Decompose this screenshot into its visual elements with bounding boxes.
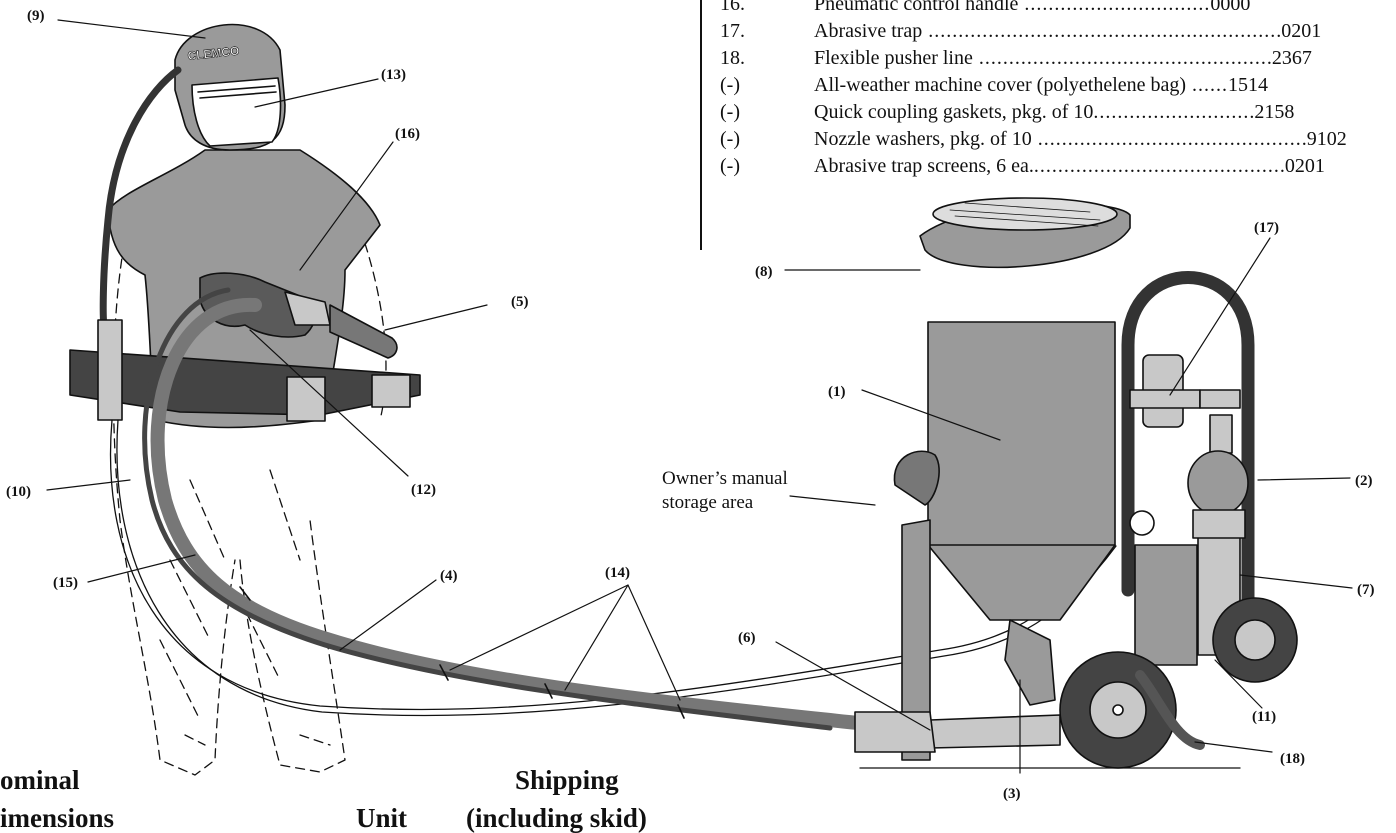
parts-list-row: (-) Quick coupling gaskets, pkg. of 10...… <box>702 99 1396 126</box>
helmet-visor <box>191 77 282 147</box>
part-description: Flexible pusher line ...................… <box>814 47 1312 69</box>
callout-11: (11) <box>1252 709 1276 725</box>
callout-4: (4) <box>440 568 458 584</box>
pressure-vessel <box>927 321 1116 621</box>
parts-list: 16. Pneumatic control handle ............… <box>700 0 1396 250</box>
callout-8: (8) <box>755 264 773 280</box>
metering-valve <box>1004 619 1056 706</box>
storage-tube <box>901 519 931 761</box>
part-description: All-weather machine cover (polyethelene … <box>814 74 1269 96</box>
callout-15: (15) <box>53 575 78 591</box>
callout-6: (6) <box>738 630 756 646</box>
part-description: Nozzle washers, pkg. of 10 .............… <box>814 128 1347 150</box>
part-description: Pneumatic control handle ...............… <box>814 0 1251 15</box>
parts-list-row: (-) Abrasive trap screens, 6 ea..........… <box>702 153 1396 180</box>
nozzle <box>329 304 398 359</box>
storage-area-label-line1: Owner’s manual <box>662 468 788 489</box>
part-description: Abrasive trap ..........................… <box>814 20 1322 42</box>
part-number: (-) <box>720 155 740 177</box>
callout-18: (18) <box>1280 751 1305 767</box>
part-description: Abrasive trap screens, 6 ea.............… <box>814 155 1325 177</box>
abrasive-screen <box>919 197 1131 269</box>
muffler <box>1187 450 1249 516</box>
callout-2: (2) <box>1355 473 1373 489</box>
control-valve-body <box>1134 544 1198 666</box>
parts-list-row: (-) Nozzle washers, pkg. of 10 ..........… <box>702 126 1396 153</box>
callout-9: (9) <box>27 8 45 24</box>
hose-tie <box>239 586 685 719</box>
storage-area-label-line2: storage area <box>662 492 754 513</box>
parts-list-row: (-) All-weather machine cover (polyethele… <box>702 72 1396 99</box>
part-description: Quick coupling gaskets, pkg. of 10......… <box>814 101 1295 123</box>
parts-list-row: 16. Pneumatic control handle ............… <box>702 0 1396 18</box>
parts-list-row: 17. Abrasive trap .......................… <box>702 18 1396 45</box>
callout-10: (10) <box>6 484 31 500</box>
header-shipping-line2: (including skid) <box>466 803 647 833</box>
handle-frame <box>1121 271 1255 607</box>
callout-1: (1) <box>828 384 846 400</box>
outlet-pipe <box>929 714 1061 749</box>
pusher-line <box>1135 670 1205 750</box>
breathing-hose <box>99 66 182 329</box>
part-number: (-) <box>720 74 740 96</box>
part-number: (-) <box>720 128 740 150</box>
part-number: 17. <box>720 20 745 42</box>
callout-5: (5) <box>511 294 529 310</box>
header-shipping-line1: Shipping <box>515 765 619 795</box>
header-dimensions-line1: ominal <box>0 765 80 795</box>
parts-list-row: 18. Flexible pusher line ................… <box>702 45 1396 72</box>
header-unit: Unit <box>356 803 408 833</box>
part-number: (-) <box>720 101 740 123</box>
coupling <box>854 711 936 753</box>
air-regulator <box>97 319 123 421</box>
callout-3: (3) <box>1003 786 1021 802</box>
callout-17: (17) <box>1254 220 1279 236</box>
part-number: 18. <box>720 47 745 69</box>
helmet-logo: CLEMCO <box>187 44 240 63</box>
control-line <box>109 419 1111 711</box>
callout-7: (7) <box>1357 582 1375 598</box>
inspection-door <box>893 450 940 506</box>
belt-buckle <box>286 376 326 422</box>
callout-13: (13) <box>381 67 406 83</box>
callout-12: (12) <box>411 482 436 498</box>
blast-hose <box>150 297 937 735</box>
leader-lines <box>46 19 1353 774</box>
callout-14: (14) <box>605 565 630 581</box>
header-dimensions-line2: imensions <box>0 803 115 833</box>
callout-16: (16) <box>395 126 420 142</box>
abrasive-trap <box>1129 354 1241 454</box>
part-number: 16. <box>720 0 745 15</box>
